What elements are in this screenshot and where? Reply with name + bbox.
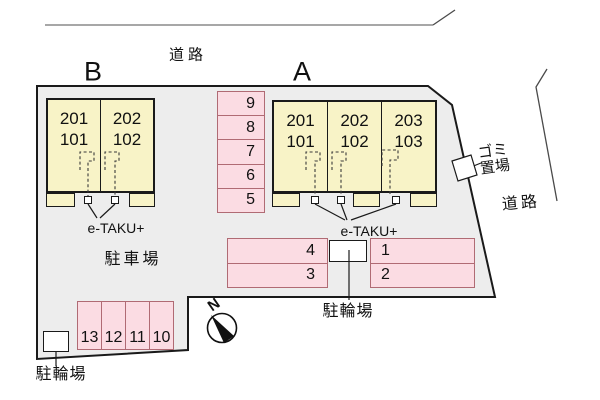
building-a-label: A [292, 56, 312, 87]
building-b-etaku-box-2 [111, 196, 119, 204]
building-a: 201 101 202 102 203 103 [272, 100, 437, 193]
garbage-label-line2: 置場 [479, 156, 512, 178]
compass-needle-icon [211, 315, 234, 343]
unit-upper-label: 201 [286, 111, 315, 130]
parking-space-10: 10 [149, 302, 173, 349]
parking-space-5: 5 [218, 187, 264, 212]
parking-space-7: 7 [218, 139, 264, 163]
parking-space-13: 13 [80, 329, 99, 346]
parking-row-13-10: 13 12 11 10 [77, 301, 174, 350]
building-a-unit-2: 202 102 [327, 102, 381, 191]
building-a-unit-3: 203 103 [381, 102, 435, 191]
unit-upper-label: 201 [59, 109, 89, 128]
unit-lower-label: 101 [59, 130, 89, 149]
building-a-porch-left [272, 193, 300, 207]
building-a-porch-right [410, 193, 437, 207]
bicycle-parking-left-box [43, 331, 69, 352]
parking-space-6: 6 [218, 163, 264, 188]
parking-block-1-2: 1 2 [370, 238, 475, 288]
unit-lower-label: 102 [340, 132, 369, 151]
etaku-label-b: e-TAKU+ [87, 220, 145, 236]
building-b-porch-left [46, 193, 75, 207]
road-label-top: 道路 [168, 46, 208, 64]
building-a-etaku-box-1 [311, 196, 319, 204]
parking-space-9: 9 [246, 94, 255, 112]
unit-upper-label: 202 [112, 109, 142, 128]
parking-space-1: 1 [381, 241, 390, 259]
bicycle-parking-center-box [329, 240, 367, 262]
unit-upper-label: 202 [340, 111, 369, 130]
parking-space-3: 3 [228, 262, 327, 288]
compass-north-label: N [204, 294, 224, 316]
building-b-unit-1: 201 101 [48, 100, 100, 191]
bicycle-parking-center-label: 駐輪場 [322, 303, 374, 320]
parking-lot-label: 駐車場 [104, 251, 162, 268]
building-b: 201 101 202 102 [46, 98, 155, 193]
building-a-etaku-box-3 [392, 196, 400, 204]
parking-block-4-3: 4 3 [227, 238, 328, 288]
parking-space-4: 4 [306, 241, 315, 259]
building-a-etaku-box-2 [337, 196, 345, 204]
parking-space-11: 11 [125, 302, 149, 349]
road-line-right [535, 68, 558, 202]
garbage-area-label: ゴミ 置場 [477, 141, 512, 178]
unit-lower-label: 101 [286, 132, 315, 151]
parking-column-9-5: 9 8 7 6 5 [217, 91, 265, 213]
bicycle-parking-left-label: 駐輪場 [35, 366, 87, 383]
building-a-unit-1: 201 101 [274, 102, 327, 191]
garbage-area-square [451, 154, 478, 182]
parking-space-8: 8 [218, 115, 264, 139]
parking-space-12: 12 [101, 302, 125, 349]
road-line-top-corner [432, 9, 456, 26]
building-b-unit-2: 202 102 [100, 100, 153, 191]
unit-lower-label: 102 [112, 130, 142, 149]
unit-upper-label: 203 [394, 111, 423, 130]
building-a-porch-middle [353, 193, 380, 207]
compass-circle [206, 312, 238, 344]
building-b-label: B [83, 56, 103, 87]
etaku-label-a: e-TAKU+ [340, 223, 398, 239]
building-b-etaku-box-1 [84, 196, 92, 204]
unit-lower-label: 103 [394, 132, 423, 151]
building-b-porch-right [129, 193, 155, 207]
road-label-right: 道路 [501, 193, 541, 214]
parking-space-2: 2 [371, 262, 474, 288]
